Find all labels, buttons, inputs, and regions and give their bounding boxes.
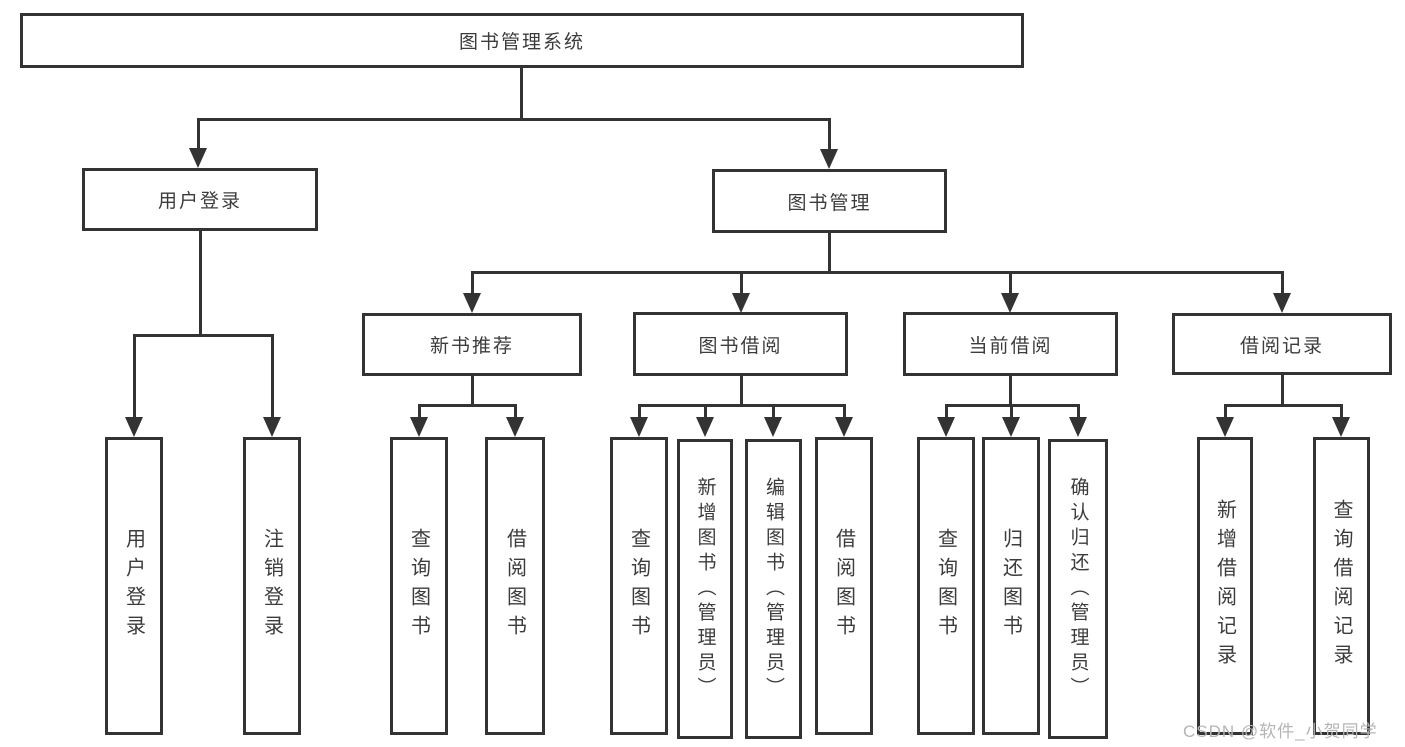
connector-line <box>271 334 274 417</box>
leaf-query-books-current: 查询图书 <box>917 437 975 735</box>
leaf-logout: 注销登录 <box>243 437 301 735</box>
arrow-down-icon <box>125 417 143 437</box>
connector-line <box>471 271 474 293</box>
arrow-down-icon <box>463 293 481 313</box>
connector-line <box>199 231 202 337</box>
connector-line <box>1010 404 1013 417</box>
connector-line <box>514 404 517 417</box>
connector-line <box>638 404 641 417</box>
connector-line <box>197 118 831 121</box>
node-new-book-recommend: 新书推荐 <box>362 313 582 376</box>
connector-line <box>828 118 831 149</box>
leaf-edit-books-admin: 编辑图书（管理员） <box>745 439 802 739</box>
arrow-down-icon <box>1273 293 1291 313</box>
node-borrowing-records: 借阅记录 <box>1172 313 1392 375</box>
csdn-watermark: CSDN @软件_小贺同学 <box>1183 722 1378 741</box>
connector-line <box>1009 271 1012 293</box>
node-root-library-management-system: 图书管理系统 <box>20 13 1024 68</box>
connector-line <box>418 404 517 407</box>
arrow-down-icon <box>820 149 838 169</box>
arrow-down-icon <box>937 417 955 437</box>
arrow-down-icon <box>835 417 853 437</box>
arrow-down-icon <box>696 417 714 437</box>
leaf-query-books-borrow: 查询图书 <box>610 437 668 735</box>
connector-line <box>418 404 421 417</box>
connector-line <box>843 404 846 417</box>
leaf-query-books-recommend: 查询图书 <box>390 437 448 735</box>
leaf-borrow-books: 借阅图书 <box>815 437 873 735</box>
connector-line <box>197 118 200 149</box>
leaf-borrow-books-recommend: 借阅图书 <box>485 437 545 735</box>
arrow-down-icon <box>263 417 281 437</box>
connector-line <box>638 404 846 407</box>
arrow-down-icon <box>630 417 648 437</box>
connector-line <box>828 233 831 273</box>
arrow-down-icon <box>1001 293 1019 313</box>
arrow-down-icon <box>1332 417 1350 437</box>
connector-line <box>704 404 707 417</box>
arrow-down-icon <box>1069 417 1087 437</box>
connector-line <box>133 334 136 417</box>
connector-line <box>1340 404 1343 417</box>
arrow-down-icon <box>764 417 782 437</box>
leaf-query-borrow-record: 查询借阅记录 <box>1313 437 1370 735</box>
connector-line <box>1009 376 1012 406</box>
node-book-borrowing: 图书借阅 <box>633 312 848 376</box>
connector-line <box>1077 404 1080 417</box>
node-user-login: 用户登录 <box>82 168 318 231</box>
node-book-management: 图书管理 <box>712 169 947 233</box>
connector-line <box>945 404 948 417</box>
connector-line <box>1281 271 1284 293</box>
arrow-down-icon <box>189 148 207 168</box>
arrow-down-icon <box>506 417 524 437</box>
connector-line <box>740 376 743 406</box>
connector-line <box>772 404 775 417</box>
arrow-down-icon <box>1002 417 1020 437</box>
node-current-borrowing: 当前借阅 <box>903 312 1118 376</box>
leaf-user-login: 用户登录 <box>105 437 163 735</box>
connector-line <box>133 334 274 337</box>
connector-line <box>471 271 1284 274</box>
leaf-return-books: 归还图书 <box>982 437 1040 735</box>
arrow-down-icon <box>732 293 750 313</box>
connector-line <box>471 376 474 406</box>
leaf-confirm-return-admin: 确认归还（管理员） <box>1048 439 1108 739</box>
connector-line <box>1224 404 1343 407</box>
leaf-add-books-admin: 新增图书（管理员） <box>677 439 733 739</box>
arrow-down-icon <box>410 417 428 437</box>
arrow-down-icon <box>1216 417 1234 437</box>
leaf-add-borrow-record: 新增借阅记录 <box>1197 437 1253 735</box>
connector-line <box>740 271 743 293</box>
connector-line <box>520 68 523 121</box>
connector-line <box>1281 375 1284 406</box>
connector-line <box>1224 404 1227 417</box>
